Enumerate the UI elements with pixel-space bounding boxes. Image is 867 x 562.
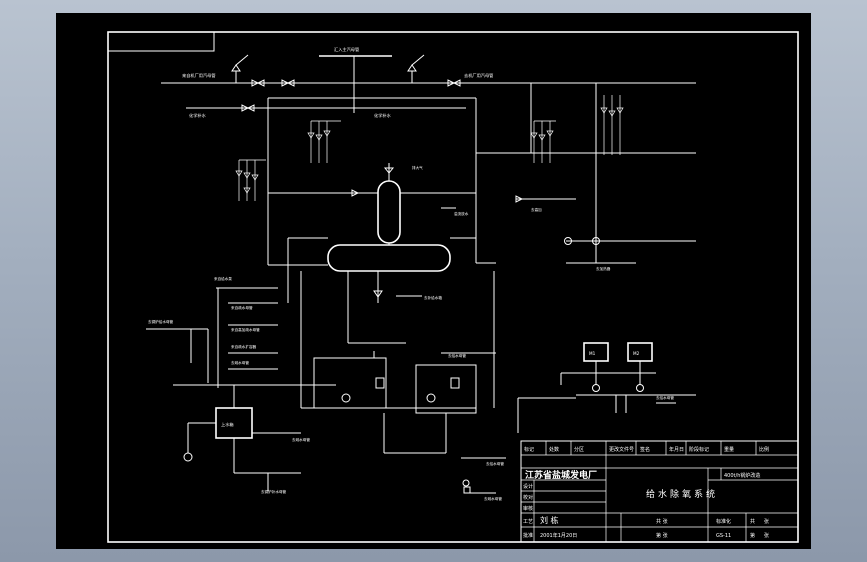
recirc-2-label: 来自高加疏水母管 xyxy=(231,327,260,332)
pump-loop-left xyxy=(313,357,387,409)
tb-col-date: 年月日 xyxy=(669,446,684,453)
tb-project: 400t/h锅炉改造 xyxy=(724,472,760,479)
vent-label: 排大气 xyxy=(412,165,423,170)
tb-row-approve: 批准 xyxy=(523,532,533,539)
chem-water-top-label: 化学补水 xyxy=(189,112,207,119)
tb-company: 江苏省盐城发电厂 xyxy=(525,469,597,481)
safety-valve-left[interactable] xyxy=(231,54,249,83)
recirc-1-label: 来自疏水母管 xyxy=(231,305,253,310)
pump-motor-1 xyxy=(375,377,385,389)
feed-pump-2[interactable] xyxy=(426,393,436,403)
feed-pump-1[interactable] xyxy=(341,393,351,403)
drawing-frame xyxy=(107,31,799,543)
pump-outlet-label: 去给水母管 xyxy=(486,461,504,466)
deaerator-head[interactable] xyxy=(377,180,401,244)
motor-2[interactable]: M2 xyxy=(627,342,653,362)
motor-1[interactable]: M1 xyxy=(583,342,609,362)
gate-valve[interactable] xyxy=(447,79,461,87)
tb-date: 2001年1月20日 xyxy=(540,532,577,539)
frame-tab xyxy=(108,32,215,52)
instrument-stack-right xyxy=(530,120,556,163)
aux-steam-right-label: 去机厂用汽母管 xyxy=(464,72,493,79)
gate-valve[interactable] xyxy=(251,79,265,87)
tb-sheet-count: 共 张 xyxy=(656,518,668,525)
to-boiler-label: 去锅炉给水母管 xyxy=(148,319,174,324)
heater-label: 去加热器 xyxy=(596,266,611,271)
motor-1-pump[interactable] xyxy=(592,384,600,392)
tb-bottom-mark-3: 第 xyxy=(750,532,755,539)
tb-drawing-title: 给水除氧系统 xyxy=(646,488,718,500)
tank-outlet-label: 去锅炉补水母管 xyxy=(261,489,287,494)
svg-text:M1: M1 xyxy=(589,351,596,356)
aux-steam-left-label: 来自机厂用汽母管 xyxy=(182,72,216,79)
tb-signature: 刘 栋 xyxy=(540,515,559,525)
check-valve-right[interactable] xyxy=(564,237,572,245)
pump-side-label: 去给水母管 xyxy=(448,353,466,358)
motor-2-pump[interactable] xyxy=(636,384,644,392)
title-block xyxy=(520,440,799,543)
top-header-label: 汇入主汽母管 xyxy=(334,46,359,53)
tb-row-design: 设计 xyxy=(523,483,533,490)
safety-valve-right[interactable] xyxy=(407,54,425,83)
gate-valve[interactable] xyxy=(281,79,295,87)
recirc-4-label: 去疏水母管 xyxy=(231,360,249,365)
chem-water-mid-label: 化学补水 xyxy=(374,112,392,119)
tb-drawing-no: GS-11 xyxy=(716,533,731,539)
process-diagram: 汇入主汽母管 来自机厂用汽母管 去机厂用汽母管 化学补水 化学补水 xyxy=(107,31,799,543)
right-branch-label: 去高加 xyxy=(531,207,542,212)
tb-col-zone: 分区 xyxy=(574,446,584,453)
instrument-stack-mid xyxy=(307,120,341,163)
gate-valve[interactable] xyxy=(241,104,255,112)
instrument-stack-far-right xyxy=(530,83,624,256)
feedwater-storage-tank[interactable] xyxy=(327,244,451,272)
instrument-stack-left xyxy=(235,159,266,201)
tb-col-stage: 阶段标记 xyxy=(689,446,709,453)
tb-col-sign: 签名 xyxy=(640,446,650,453)
drawing-sheet: 汇入主汽母管 来自机厂用汽母管 去机厂用汽母管 化学补水 化学补水 xyxy=(56,13,811,549)
tb-col-weight: 重量 xyxy=(724,446,734,453)
makeup-tank-supply-label: 去补给水箱 xyxy=(424,295,442,300)
tank-drain-gauge xyxy=(183,452,193,462)
overflow-label: 溢流放水 xyxy=(454,211,469,216)
tb-bottom-mark-1: 共 xyxy=(750,518,755,525)
tb-sheet-no: 第 张 xyxy=(656,532,668,539)
tb-col-count: 处数 xyxy=(549,446,559,453)
recirc-3-label: 来自疏水扩容器 xyxy=(231,344,257,349)
drain-to-header-label: 去疏水母管 xyxy=(292,437,310,442)
svg-text:M2: M2 xyxy=(633,351,640,356)
pump-loop-right xyxy=(415,364,477,414)
tb-standardize: 标准化 xyxy=(716,518,731,525)
tb-row-check: 校对 xyxy=(523,494,533,501)
tb-row-review: 审核 xyxy=(523,505,533,512)
check-valve-right-2[interactable] xyxy=(592,237,600,245)
tb-col-scale: 比例 xyxy=(759,446,769,453)
tb-col-mark: 标记 xyxy=(524,446,534,453)
right-side-bottom-label: 去给水母管 xyxy=(656,395,674,400)
drain-pump-label: 去疏水母管 xyxy=(484,496,502,501)
from-pump-label: 来自给水泵 xyxy=(214,276,232,281)
tb-col-change: 更改文件号 xyxy=(609,446,634,453)
pump-motor-2 xyxy=(450,377,460,389)
tb-bottom-mark-4: 张 xyxy=(764,532,769,539)
water-tank-label: 上水箱 xyxy=(221,421,234,428)
tb-row-process: 工艺 xyxy=(523,519,533,525)
tb-bottom-mark-2: 张 xyxy=(764,518,769,525)
